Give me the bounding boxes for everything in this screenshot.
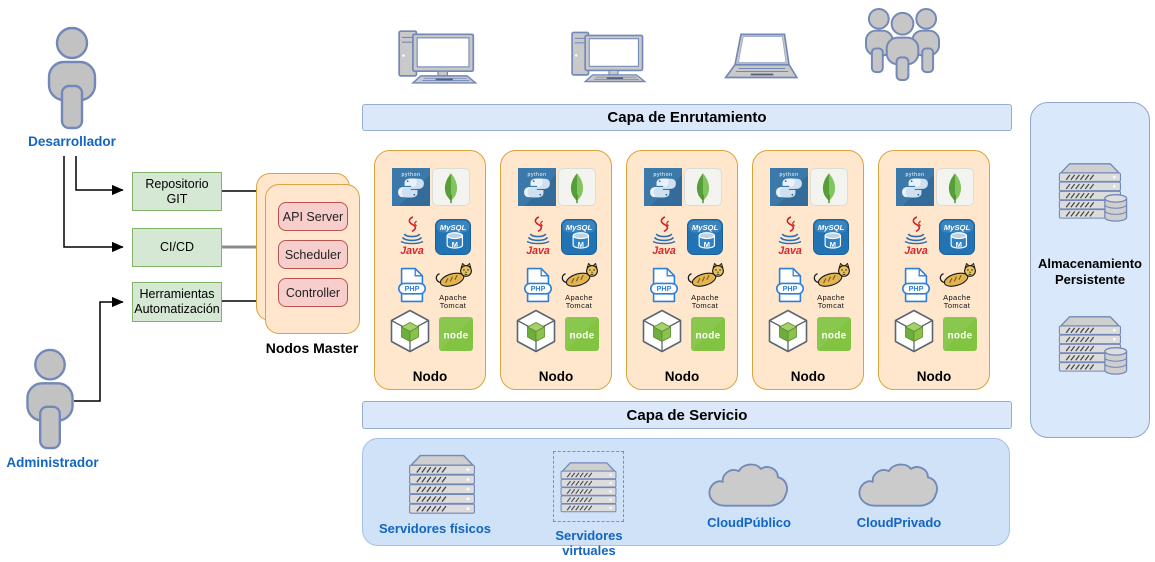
mysql-icon bbox=[813, 219, 849, 255]
mongodb-icon bbox=[936, 168, 974, 206]
worker-node-box: Apache Tomcat Nodo bbox=[500, 150, 612, 390]
administrator-label: Administrador bbox=[6, 455, 99, 470]
node-label: Nodo bbox=[916, 369, 952, 384]
private-cloud-icon bbox=[852, 457, 944, 513]
worker-node-box: Apache Tomcat Nodo bbox=[752, 150, 864, 390]
php-icon bbox=[396, 265, 428, 305]
api-server-box: API Server bbox=[278, 202, 348, 231]
php-icon bbox=[522, 265, 554, 305]
developer-icon bbox=[41, 26, 103, 130]
java-icon bbox=[773, 215, 807, 257]
apache-tomcat-icon: Apache Tomcat bbox=[934, 263, 980, 310]
nodejs-icon bbox=[439, 317, 473, 351]
virtual-servers-icon bbox=[558, 458, 619, 516]
apache-tomcat-icon: Apache Tomcat bbox=[556, 263, 602, 310]
tomcat-label-line1: Apache bbox=[817, 293, 845, 302]
user-group-icon bbox=[864, 7, 941, 82]
storage-servers-icon bbox=[1056, 157, 1132, 229]
tomcat-cat-icon bbox=[684, 263, 726, 289]
routing-layer-bar: Capa de Enrutamiento bbox=[362, 104, 1012, 131]
tomcat-label-line1: Apache bbox=[691, 293, 719, 302]
node-label: Nodo bbox=[412, 369, 448, 384]
persistent-storage-label: Almacenamiento Persistente bbox=[1037, 256, 1143, 288]
tomcat-label-line2: Tomcat bbox=[565, 301, 593, 310]
tomcat-label-line1: Apache bbox=[565, 293, 593, 302]
worker-nodes-row: Apache Tomcat Nodo Apache Tomcat Nodo bbox=[362, 150, 1013, 392]
mongodb-icon bbox=[432, 168, 470, 206]
php-icon bbox=[774, 265, 806, 305]
automation-tools-box: Herramientas Automatización bbox=[132, 282, 222, 322]
java-icon bbox=[521, 215, 555, 257]
python-icon bbox=[770, 168, 808, 206]
public-cloud-label: CloudPúblico bbox=[707, 515, 791, 530]
virtual-servers-dashed-box bbox=[553, 451, 624, 522]
physical-servers-label: Servidores físicos bbox=[379, 521, 491, 536]
java-icon bbox=[647, 215, 681, 257]
controller-box: Controller bbox=[278, 278, 348, 307]
git-repository-box: Repositorio GIT bbox=[132, 172, 222, 211]
php-icon bbox=[900, 265, 932, 305]
master-nodes-label: Nodos Master bbox=[265, 340, 359, 356]
developer-label: Desarrollador bbox=[28, 134, 116, 149]
worker-node-box: Apache Tomcat Nodo bbox=[374, 150, 486, 390]
laptop-icon bbox=[720, 30, 798, 83]
persistent-storage-panel bbox=[1030, 102, 1150, 438]
php-icon bbox=[648, 265, 680, 305]
tomcat-label-line2: Tomcat bbox=[439, 301, 467, 310]
tomcat-cat-icon bbox=[432, 263, 474, 289]
tomcat-label-line1: Apache bbox=[439, 293, 467, 302]
scheduler-box: Scheduler bbox=[278, 240, 348, 269]
mysql-icon bbox=[435, 219, 471, 255]
tomcat-cat-icon bbox=[936, 263, 978, 289]
nodejs-icon bbox=[943, 317, 977, 351]
mysql-icon bbox=[687, 219, 723, 255]
java-icon bbox=[899, 215, 933, 257]
tomcat-label-line2: Tomcat bbox=[943, 301, 971, 310]
physical-servers-icon bbox=[406, 452, 478, 516]
apache-tomcat-icon: Apache Tomcat bbox=[430, 263, 476, 310]
mysql-icon bbox=[939, 219, 975, 255]
tomcat-cat-icon bbox=[810, 263, 852, 289]
node-label: Nodo bbox=[790, 369, 826, 384]
virtual-servers-label: Servidores virtuales bbox=[555, 528, 623, 558]
package-icon bbox=[767, 309, 809, 353]
cicd-box: CI/CD bbox=[132, 228, 222, 267]
package-icon bbox=[515, 309, 557, 353]
node-label: Nodo bbox=[538, 369, 574, 384]
python-icon bbox=[392, 168, 430, 206]
apache-tomcat-icon: Apache Tomcat bbox=[808, 263, 854, 310]
python-icon bbox=[896, 168, 934, 206]
mongodb-icon bbox=[684, 168, 722, 206]
apache-tomcat-icon: Apache Tomcat bbox=[682, 263, 728, 310]
nodejs-icon bbox=[565, 317, 599, 351]
storage-servers-icon bbox=[1056, 310, 1132, 382]
tomcat-label-line2: Tomcat bbox=[691, 301, 719, 310]
package-icon bbox=[389, 309, 431, 353]
tomcat-cat-icon bbox=[558, 263, 600, 289]
python-icon bbox=[644, 168, 682, 206]
python-icon bbox=[518, 168, 556, 206]
tomcat-label-line2: Tomcat bbox=[817, 301, 845, 310]
mongodb-icon bbox=[810, 168, 848, 206]
node-label: Nodo bbox=[664, 369, 700, 384]
nodejs-icon bbox=[817, 317, 851, 351]
public-cloud-icon bbox=[702, 457, 794, 513]
desktop-computer-icon bbox=[571, 27, 647, 84]
mysql-icon bbox=[561, 219, 597, 255]
java-icon bbox=[395, 215, 429, 257]
worker-node-box: Apache Tomcat Nodo bbox=[878, 150, 990, 390]
service-layer-bar: Capa de Servicio bbox=[362, 401, 1012, 429]
administrator-icon bbox=[19, 348, 81, 450]
mongodb-icon bbox=[558, 168, 596, 206]
desktop-computer-icon bbox=[398, 27, 478, 84]
private-cloud-label: CloudPrivado bbox=[856, 515, 942, 530]
nodejs-icon bbox=[691, 317, 725, 351]
package-icon bbox=[641, 309, 683, 353]
package-icon bbox=[893, 309, 935, 353]
tomcat-label-line1: Apache bbox=[943, 293, 971, 302]
worker-node-box: Apache Tomcat Nodo bbox=[626, 150, 738, 390]
